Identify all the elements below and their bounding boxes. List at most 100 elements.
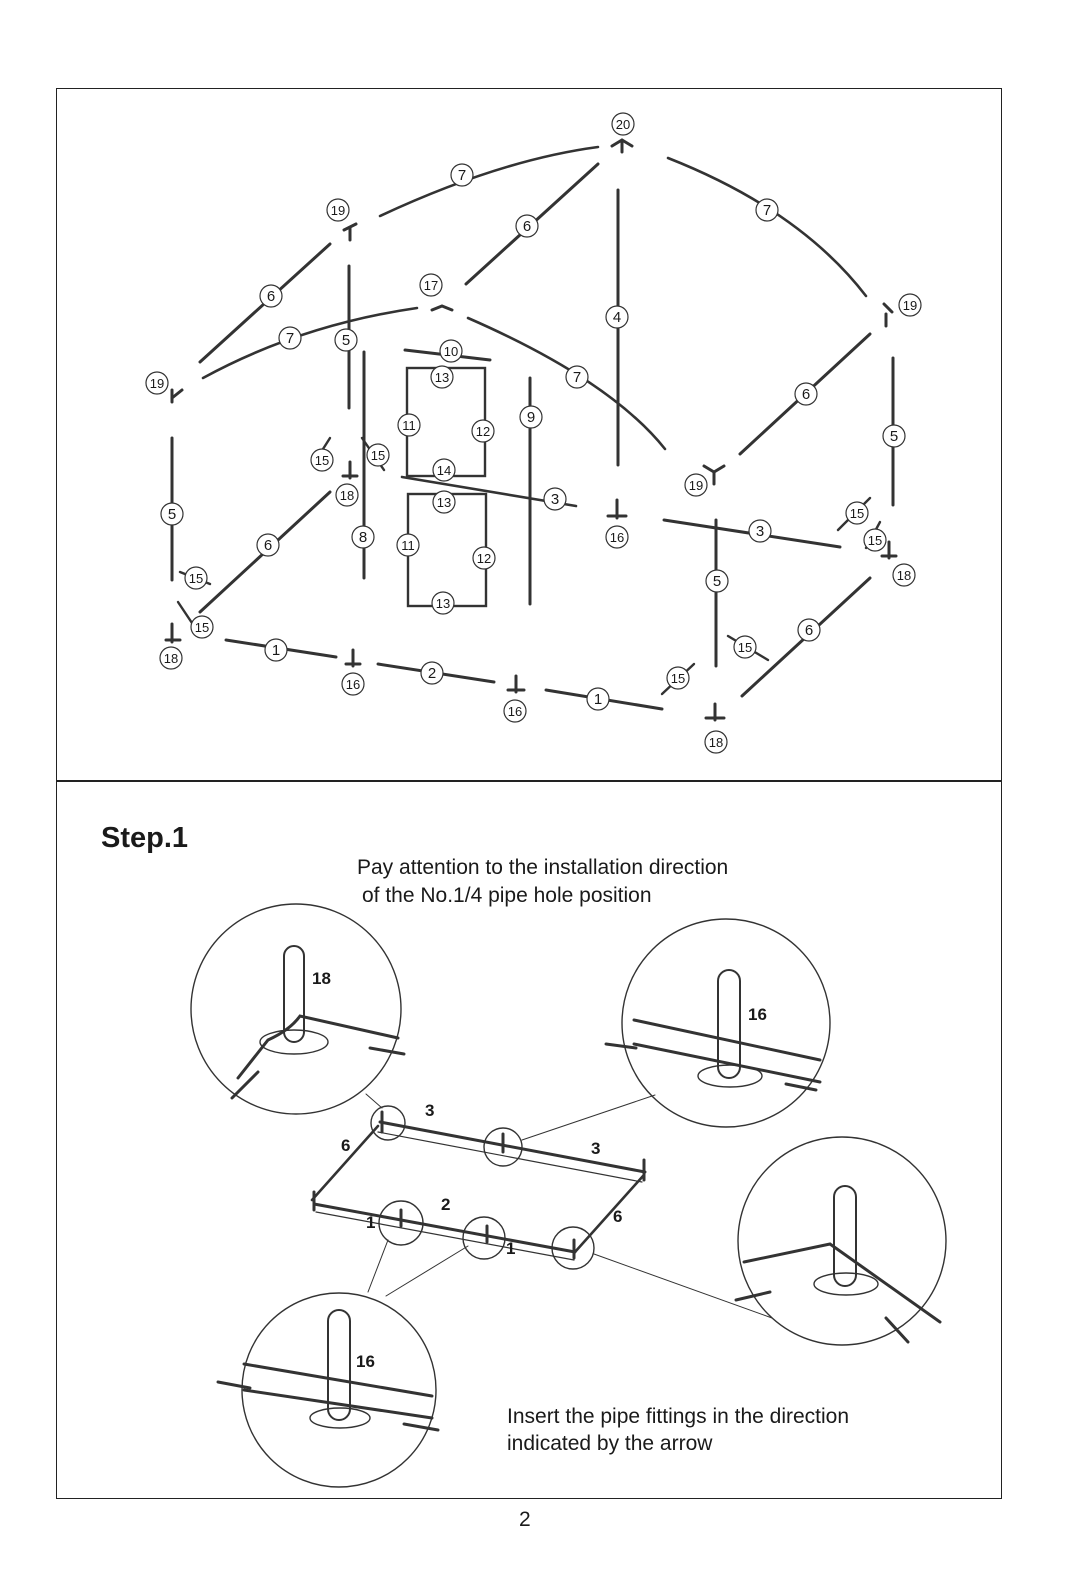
part-callout: 19 xyxy=(684,473,708,497)
callout-circle xyxy=(184,566,208,590)
callout-circle xyxy=(748,519,772,543)
callout-number: 20 xyxy=(616,117,630,132)
part-callout: 6 xyxy=(256,533,280,557)
part-callout: 15 xyxy=(666,666,690,690)
callout-number: 14 xyxy=(437,463,451,478)
part-callout: 15 xyxy=(184,566,208,590)
callout-number: 3 xyxy=(756,523,764,540)
step-title: Step.1 xyxy=(101,822,189,854)
frame-part-label: 1 xyxy=(366,1213,375,1232)
callout-number: 15 xyxy=(195,620,209,635)
callout-number: 15 xyxy=(315,453,329,468)
callout-number: 18 xyxy=(164,651,178,666)
callout-circle xyxy=(472,546,496,570)
part-callout: 1 xyxy=(264,638,288,662)
callout-circle xyxy=(419,273,443,297)
callout-circle xyxy=(797,618,821,642)
part-callout: 6 xyxy=(797,618,821,642)
callout-circle xyxy=(503,699,527,723)
callout-circle xyxy=(565,365,589,389)
detail-label-bottom-left: 16 xyxy=(356,1352,375,1371)
part-callout: 15 xyxy=(190,615,214,639)
part-callout: 3 xyxy=(543,487,567,511)
callout-circle xyxy=(882,424,906,448)
callout-circle xyxy=(256,533,280,557)
callout-number: 15 xyxy=(868,533,882,548)
callout-number: 17 xyxy=(424,278,438,293)
frame-part-label: 3 xyxy=(591,1139,600,1158)
step-instruction-panel xyxy=(56,781,1002,1499)
detail-circle-top-right xyxy=(604,918,831,1128)
callout-number: 13 xyxy=(436,596,450,611)
callout-circle xyxy=(605,305,629,329)
part-callout: 19 xyxy=(145,371,169,395)
callout-circle xyxy=(611,112,635,136)
callout-circle xyxy=(397,413,421,437)
part-callout: 3 xyxy=(748,519,772,543)
part-callout: 19 xyxy=(898,293,922,317)
callout-circle xyxy=(471,419,495,443)
callout-number: 19 xyxy=(331,203,345,218)
callout-circle xyxy=(432,490,456,514)
callout-circle xyxy=(366,443,390,467)
detail-label-top-left: 18 xyxy=(312,969,331,988)
callout-number: 10 xyxy=(444,344,458,359)
callout-number: 12 xyxy=(477,551,491,566)
part-callout: 13 xyxy=(431,591,455,615)
callout-number: 19 xyxy=(689,478,703,493)
part-callout: 6 xyxy=(794,382,818,406)
part-callout: 2 xyxy=(420,661,444,685)
part-callout: 5 xyxy=(334,328,358,352)
callout-circle xyxy=(264,638,288,662)
callout-number: 6 xyxy=(267,288,275,305)
callout-number: 2 xyxy=(428,665,436,682)
detail-label-top-right: 16 xyxy=(748,1005,767,1024)
frame-part-label: 2 xyxy=(441,1195,450,1214)
part-callout: 20 xyxy=(611,112,635,136)
part-callout: 18 xyxy=(335,483,359,507)
callout-circle xyxy=(450,163,474,187)
callout-circle xyxy=(160,502,184,526)
callout-number: 6 xyxy=(805,622,813,639)
callout-number: 18 xyxy=(897,568,911,583)
callout-number: 5 xyxy=(168,506,176,523)
part-callout: 4 xyxy=(605,305,629,329)
callout-number: 6 xyxy=(264,537,272,554)
part-callout: 7 xyxy=(755,198,779,222)
callout-circle xyxy=(605,525,629,549)
part-callout: 14 xyxy=(432,458,456,482)
part-callout: 1 xyxy=(586,687,610,711)
callout-circle xyxy=(278,326,302,350)
part-callout: 16 xyxy=(341,672,365,696)
base-frame-drawing xyxy=(310,1093,773,1319)
callout-number: 15 xyxy=(189,571,203,586)
part-callout: 5 xyxy=(882,424,906,448)
part-callout: 18 xyxy=(159,646,183,670)
callout-number: 9 xyxy=(527,409,535,426)
callout-circle xyxy=(863,528,887,552)
part-callout: 9 xyxy=(519,405,543,429)
callout-number: 13 xyxy=(435,370,449,385)
callout-number: 19 xyxy=(150,376,164,391)
callout-number: 1 xyxy=(272,642,280,659)
part-callout: 15 xyxy=(366,443,390,467)
callout-circle xyxy=(845,501,869,525)
direction-note-line-2: of the No.1/4 pipe hole position xyxy=(362,884,652,907)
callout-circle xyxy=(159,646,183,670)
callout-circle xyxy=(145,371,169,395)
callout-circle xyxy=(794,382,818,406)
part-callout: 19 xyxy=(326,198,350,222)
part-callout: 11 xyxy=(396,533,420,557)
part-callout: 13 xyxy=(430,365,454,389)
callout-number: 18 xyxy=(709,735,723,750)
callout-number: 11 xyxy=(401,538,415,553)
callout-number: 16 xyxy=(508,704,522,719)
part-callout: 5 xyxy=(160,502,184,526)
callout-number: 19 xyxy=(903,298,917,313)
callout-number: 16 xyxy=(610,530,624,545)
part-callout: 17 xyxy=(419,273,443,297)
callout-circle xyxy=(733,635,757,659)
callout-circle xyxy=(705,569,729,593)
